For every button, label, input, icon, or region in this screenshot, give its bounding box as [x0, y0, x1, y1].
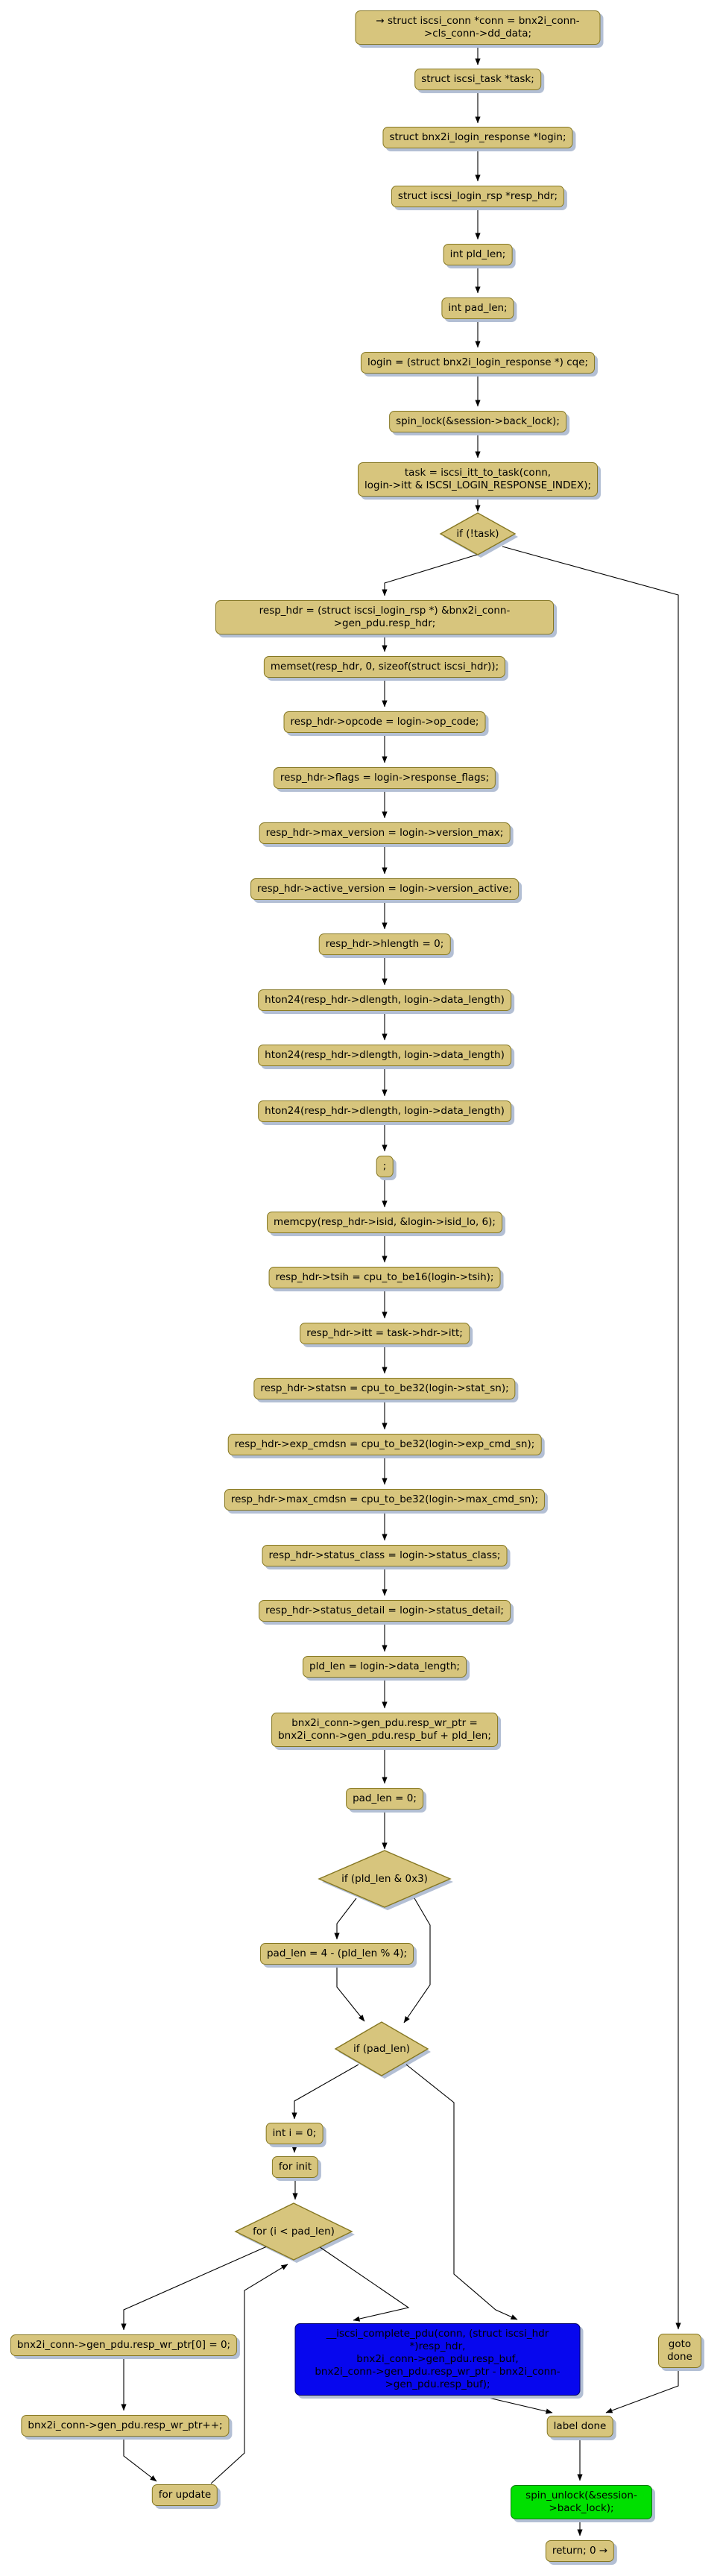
- flow-node-int-i-zero: int i = 0;: [265, 2123, 323, 2144]
- edge-ifmask-false-bypass: [403, 1898, 431, 2024]
- flow-node-empty-statement: ;: [376, 1156, 394, 1177]
- flow-node-decl-conn: → struct iscsi_conn *conn = bnx2i_conn->…: [355, 10, 601, 45]
- flow-node-set-tsih: resp_hdr->tsih = cpu_to_be16(login->tsih…: [268, 1267, 501, 1288]
- flow-node-iscsi-complete-pdu: __iscsi_complete_pdu(conn, (struct iscsi…: [294, 2323, 581, 2396]
- flow-node-resp-wr-ptr-assign: bnx2i_conn->gen_pdu.resp_wr_ptr = bnx2i_…: [271, 1713, 498, 1747]
- flow-node-set-flags: resp_hdr->flags = login->response_flags;: [273, 767, 496, 789]
- flow-node-hton24-2: hton24(resp_hdr->dlength, login->data_le…: [258, 1045, 511, 1066]
- flow-node-set-itt: resp_hdr->itt = task->hdr->itt;: [300, 1323, 470, 1344]
- flow-node-for-init: for init: [271, 2156, 319, 2178]
- decision-for-cond-label: for (i < pad_len): [253, 2226, 335, 2238]
- flow-node-spin-unlock: spin_unlock(&session->back_lock);: [511, 2485, 652, 2519]
- decision-if-pad-len-label: if (pad_len): [353, 2043, 411, 2055]
- flow-node-set-max-cmdsn: resp_hdr->max_cmdsn = cpu_to_be32(login-…: [224, 1489, 546, 1511]
- edge-ifpadlen-true: [291, 2064, 359, 2120]
- edge-forupdate-loopback: [210, 2264, 288, 2484]
- flow-node-task-lookup: task = iscsi_itt_to_task(conn, login->it…: [357, 462, 599, 497]
- flow-node-set-max-version: resp_hdr->max_version = login->version_m…: [259, 822, 511, 844]
- flow-node-hton24-3: hton24(resp_hdr->dlength, login->data_le…: [258, 1100, 511, 1122]
- decision-if-pld-len-mask-shape: [318, 1850, 452, 1908]
- decision-for-cond-shape: [234, 2202, 353, 2261]
- edge-ifpadlen-false-bypass: [405, 2064, 518, 2320]
- edge-forcond-true-body: [121, 2246, 268, 2331]
- flow-node-wr-ptr-increment: bnx2i_conn->gen_pdu.resp_wr_ptr++;: [21, 2415, 230, 2437]
- edge-ifnottask-true-goto-done: [502, 546, 681, 2330]
- flow-node-wr-ptr-store-zero: bnx2i_conn->gen_pdu.resp_wr_ptr[0] = 0;: [10, 2334, 238, 2356]
- flow-node-set-exp-cmdsn: resp_hdr->exp_cmdsn = cpu_to_be32(login-…: [227, 1434, 542, 1455]
- flow-node-hton24-1: hton24(resp_hdr->dlength, login->data_le…: [258, 989, 511, 1011]
- flow-node-set-hlength: resp_hdr->hlength = 0;: [318, 933, 451, 955]
- flow-node-return-zero: return; 0 →: [545, 2540, 615, 2562]
- flow-node-set-opcode: resp_hdr->opcode = login->op_code;: [283, 711, 486, 733]
- flow-node-set-statsn: resp_hdr->statsn = cpu_to_be32(login->st…: [253, 1378, 516, 1399]
- flow-node-memcpy-isid: memcpy(resp_hdr->isid, &login->isid_lo, …: [267, 1212, 502, 1233]
- edge-padlencalc-ifpadlen: [336, 1967, 365, 2022]
- flow-node-pad-len-calc: pad_len = 4 - (pld_len % 4);: [259, 1943, 414, 1965]
- decision-if-not-task-label: if (!task): [456, 528, 499, 540]
- edge-forcond-false-complete: [314, 2243, 410, 2322]
- flow-node-decl-login: struct bnx2i_login_response *login;: [382, 127, 573, 148]
- flow-node-memset-hdr: memset(resp_hdr, 0, sizeof(struct iscsi_…: [263, 656, 506, 678]
- flow-node-for-update: for update: [151, 2484, 218, 2506]
- flow-node-decl-pld-len: int pld_len;: [443, 244, 513, 265]
- flow-node-set-status-detail: resp_hdr->status_detail = login->status_…: [259, 1600, 511, 1622]
- flow-node-pld-len-assign: pld_len = login->data_length;: [303, 1656, 467, 1678]
- decision-if-not-task-shape: [439, 512, 517, 555]
- flow-node-label-done: label done: [546, 2416, 613, 2437]
- flow-node-set-status-class: resp_hdr->status_class = login->status_c…: [262, 1545, 508, 1566]
- edge-ifmask-true: [334, 1898, 357, 1940]
- edge-ifnottask-false: [382, 554, 478, 596]
- decision-if-pld-len-mask-label: if (pld_len & 0x3): [341, 1873, 428, 1885]
- flow-node-pad-len-zero: pad_len = 0;: [346, 1788, 423, 1810]
- flow-node-decl-pad-len: int pad_len;: [441, 297, 514, 319]
- flow-node-goto-done: goto done: [658, 2334, 701, 2368]
- flow-node-assign-login-cqe: login = (struct bnx2i_login_response *) …: [360, 352, 596, 374]
- flow-node-decl-task: struct iscsi_task *task;: [414, 69, 541, 90]
- flow-node-resp-hdr-assign: resp_hdr = (struct iscsi_login_rsp *) &b…: [215, 600, 554, 634]
- edge-wrinc-forupdate: [123, 2439, 157, 2482]
- flow-node-set-active-version: resp_hdr->active_version = login->versio…: [250, 878, 519, 900]
- flow-node-spin-lock: spin_lock(&session->back_lock);: [389, 411, 566, 432]
- decision-if-pad-len-shape: [334, 2021, 429, 2076]
- flow-node-decl-resp-hdr: struct iscsi_login_rsp *resp_hdr;: [391, 186, 565, 207]
